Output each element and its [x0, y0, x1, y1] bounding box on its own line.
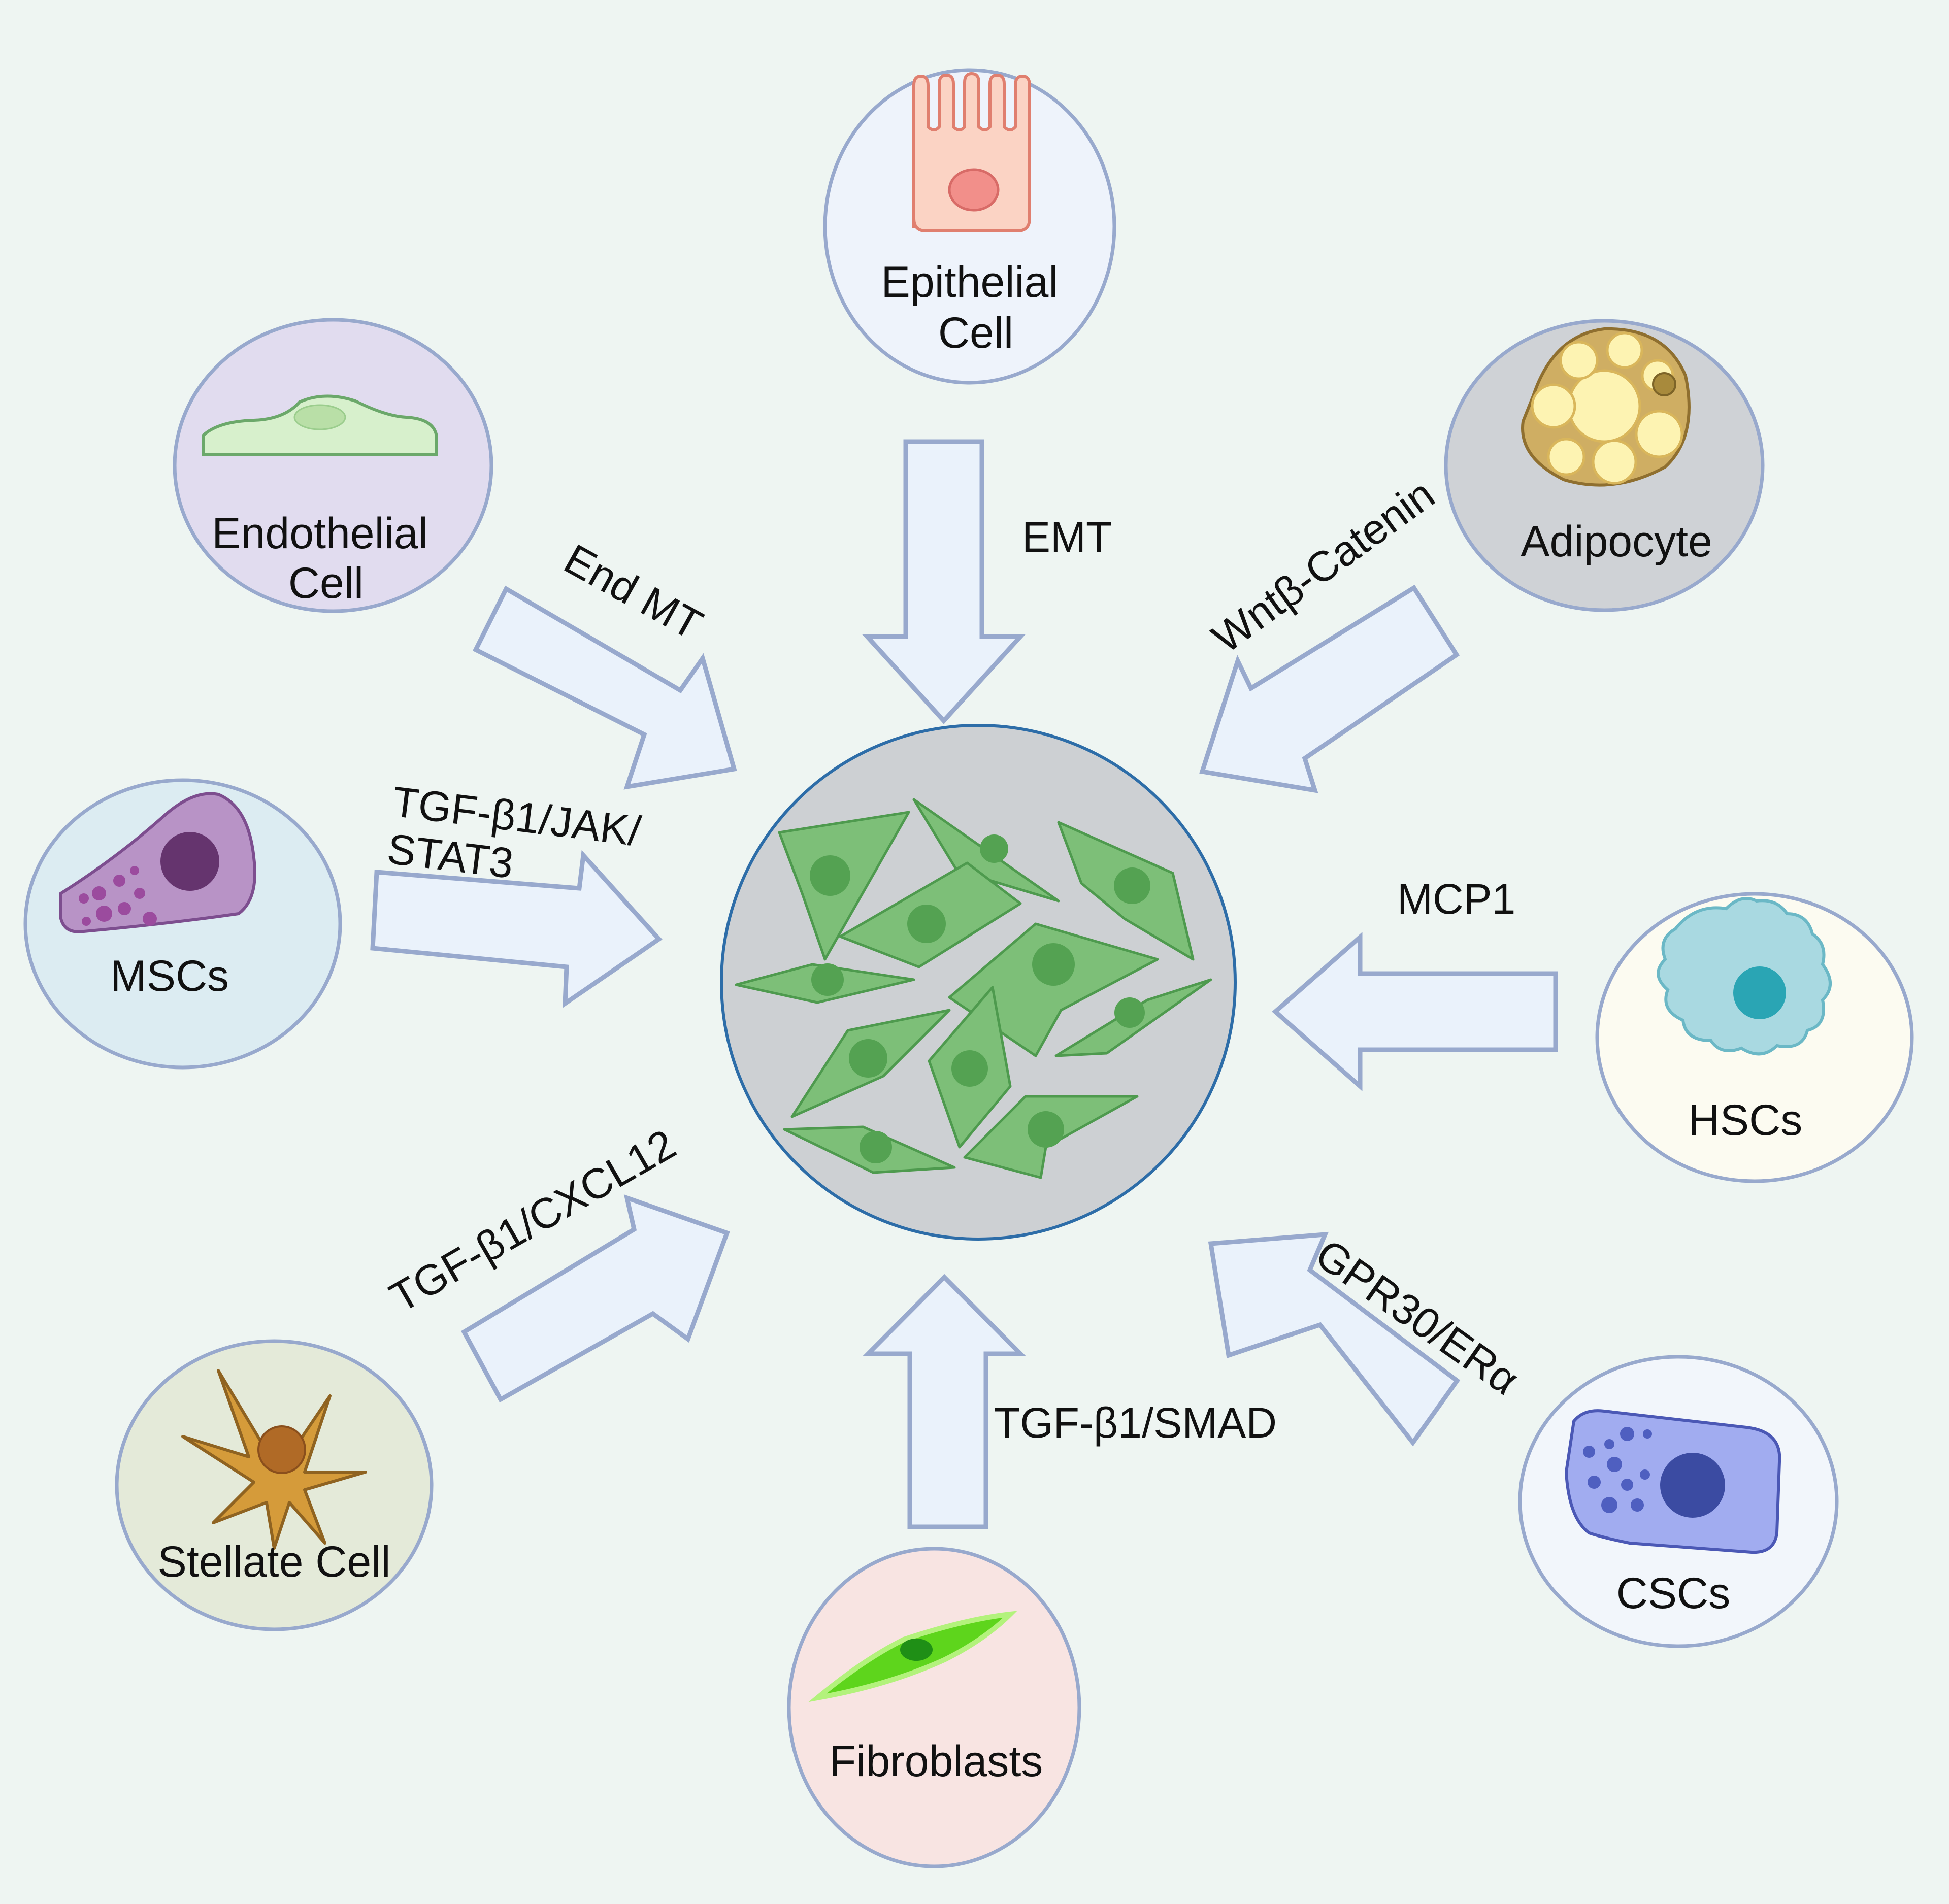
pathway-label-epithelial: EMT [1022, 513, 1112, 561]
node-adipocyte[interactable]: Adipocyte [1444, 319, 1765, 612]
arrow-fibroblasts [863, 1274, 1026, 1529]
node-mscs[interactable]: MSCs [23, 778, 342, 1070]
myofibroblast-nucleus [980, 834, 1008, 863]
node-epithelial[interactable]: Epithelial Cell [823, 68, 1116, 385]
myofibroblast-nucleus [849, 1039, 887, 1078]
arrow-epithelial [862, 439, 1026, 724]
myofibroblasts [735, 798, 1212, 1179]
arrow-hscs [1272, 932, 1558, 1091]
stellate-label: Stellate Cell [158, 1538, 391, 1586]
arrows [370, 439, 1558, 1529]
fibroblast-icon [808, 1611, 1017, 1702]
msc-icon [59, 792, 256, 933]
node-hscs[interactable]: HSCs [1595, 892, 1914, 1183]
adipocyte-label: Adipocyte [1521, 517, 1712, 566]
hscs-label: HSCs [1689, 1096, 1803, 1145]
adipocyte-icon [1521, 327, 1691, 487]
myofibroblast-nucleus [811, 963, 844, 996]
arrow-cscs [1208, 1231, 1461, 1447]
stellate-cell-icon [181, 1369, 367, 1550]
myofibroblast-nucleus [1028, 1111, 1064, 1148]
mscs-label: MSCs [110, 952, 229, 1000]
epithelial-cell-icon [912, 72, 1031, 232]
myofibroblast-nucleus [907, 905, 946, 943]
pathway-label-hscs: MCP1 [1397, 875, 1515, 923]
endothelial-cell-icon [202, 394, 438, 456]
myofibroblast-cell [948, 922, 1159, 1057]
myofibroblast-nucleus [951, 1050, 988, 1087]
myofibroblast-nucleus [1114, 867, 1150, 904]
arrow-endothelial [472, 585, 737, 790]
myofibroblast-nucleus [1114, 997, 1145, 1028]
arrow-mscs [370, 850, 663, 1008]
arrow-stellate [460, 1194, 730, 1403]
epithelial-label-line1: Epithelial [881, 258, 1059, 307]
myofibroblast-nucleus [810, 855, 850, 896]
csc-icon [1564, 1409, 1781, 1554]
myofibroblast-nucleus [860, 1131, 892, 1163]
cscs-label: CSCs [1616, 1569, 1731, 1618]
arrow-adipocyte [1199, 584, 1460, 793]
center-cluster [720, 724, 1237, 1241]
source-nodes: Epithelial Cell Endothelial Cell [23, 68, 1914, 1868]
endothelial-label-line1: Endothelial [212, 509, 428, 558]
fibroblasts-circle [787, 1547, 1081, 1868]
fibroblasts-label: Fibroblasts [830, 1737, 1043, 1786]
myofibroblast-nucleus [1032, 943, 1075, 986]
hsc-icon [1657, 897, 1832, 1056]
node-fibroblasts[interactable]: Fibroblasts [787, 1547, 1081, 1868]
mscs-circle [23, 778, 342, 1070]
endothelial-circle [173, 318, 493, 613]
endothelial-label-line2: Cell [288, 559, 364, 608]
node-endothelial[interactable]: Endothelial Cell [173, 318, 493, 613]
node-cscs[interactable]: CSCs [1518, 1355, 1839, 1648]
node-stellate[interactable]: Stellate Cell [115, 1339, 434, 1631]
pathway-label-fibroblasts: TGF-β1/SMAD [994, 1399, 1277, 1447]
epithelial-label-line2: Cell [938, 309, 1013, 357]
